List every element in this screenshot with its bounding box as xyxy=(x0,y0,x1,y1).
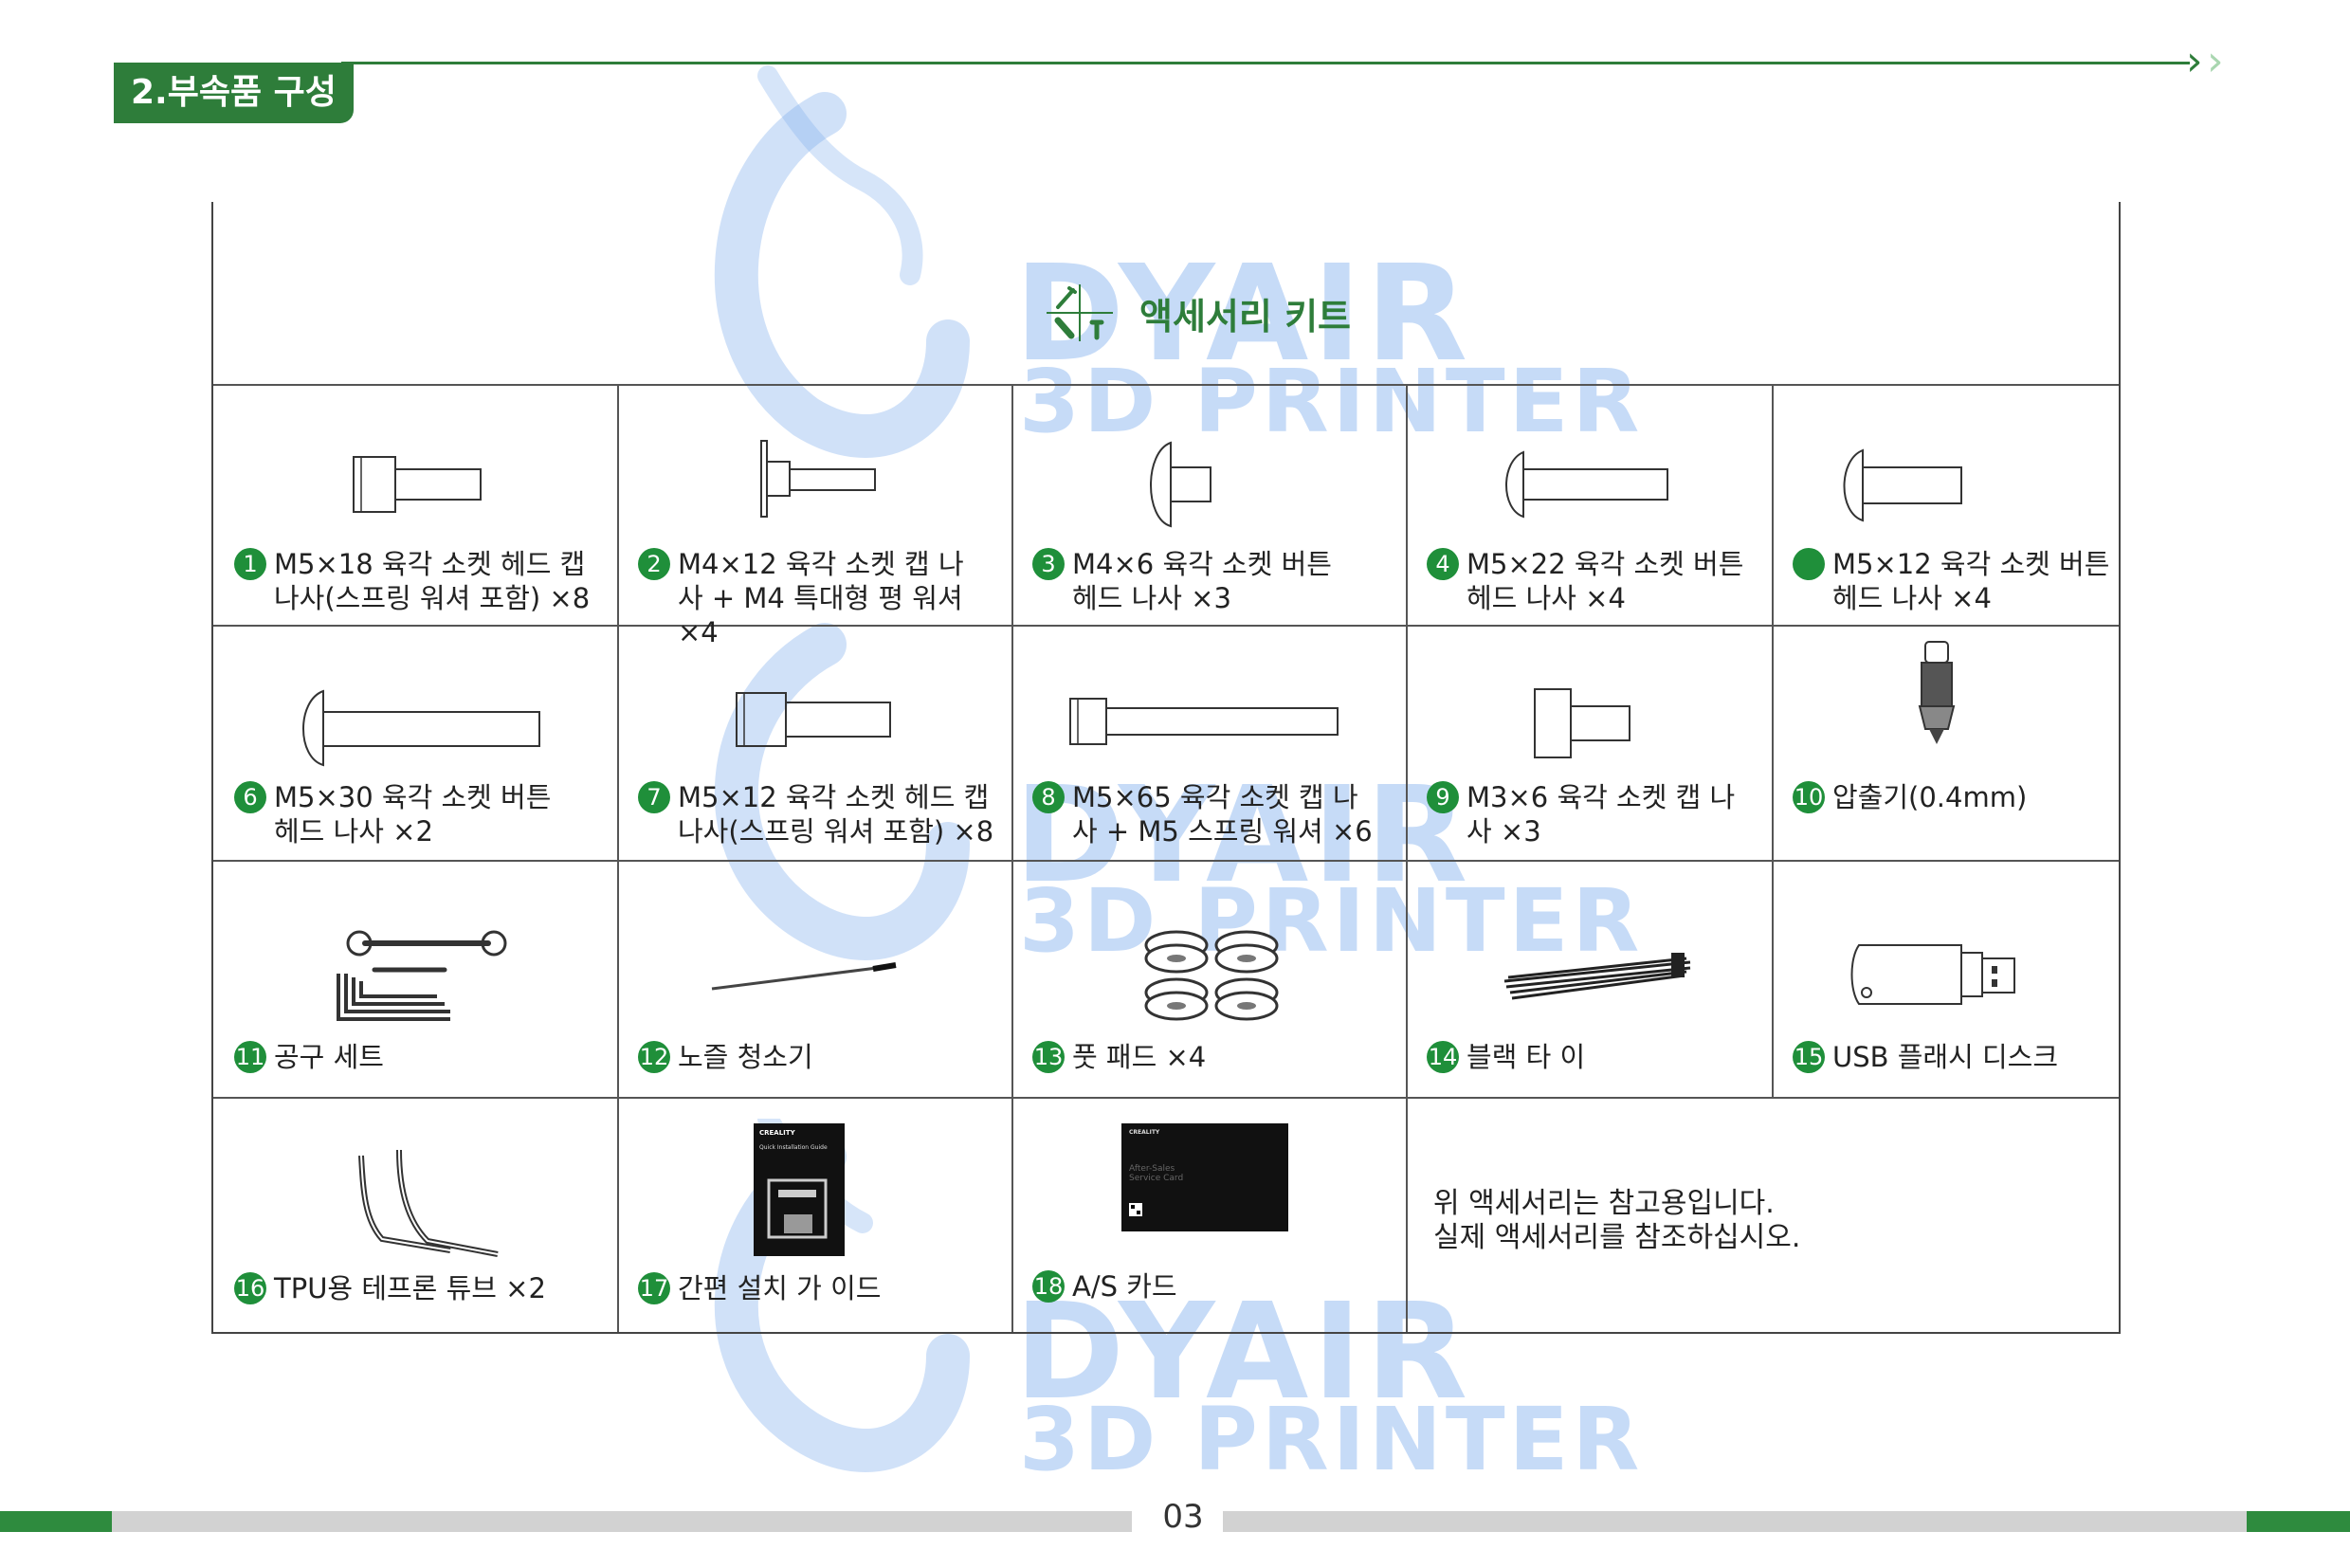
item-number-badge: 17 xyxy=(638,1272,670,1304)
col-divider xyxy=(1772,384,1774,1097)
item-number-badge: 16 xyxy=(234,1272,266,1304)
item-number-badge: 13 xyxy=(1032,1041,1065,1073)
footer-bar xyxy=(2247,1511,2350,1532)
long-screw-icon xyxy=(1069,698,1339,745)
item-number-badge: 9 xyxy=(1427,781,1459,813)
part-label: 11 공구 세트 xyxy=(234,1041,384,1073)
part-label: 16 TPU용 테프론 튜브 ×2 xyxy=(234,1272,546,1304)
item-number-badge: 2 xyxy=(638,548,670,580)
tool-set-icon xyxy=(337,930,507,1021)
item-number-badge: 6 xyxy=(234,781,266,813)
printer-icon xyxy=(767,1178,828,1239)
service-card: CREALITY After-Sales Service Card xyxy=(1121,1123,1288,1231)
part-cell-11: 11 공구 세트 xyxy=(213,862,617,1099)
col-divider xyxy=(1406,384,1408,1332)
accessory-table xyxy=(211,202,2121,1334)
part-cell-13: 13 풋 패드 ×4 xyxy=(1011,862,1406,1099)
kit-title: 액세서리 키트 xyxy=(1139,295,1351,337)
part-label: 10 압출기(0.4mm) xyxy=(1793,781,2028,813)
button-screw-icon xyxy=(1843,448,1962,522)
screw-with-washer-icon xyxy=(760,440,876,518)
row-divider xyxy=(213,860,2119,862)
part-label: 18 A/S 카드 xyxy=(1032,1270,1177,1303)
needle-icon xyxy=(711,962,897,991)
part-label: 14 블랙 타 이 xyxy=(1427,1041,1586,1073)
part-cell-14: 14 블랙 타 이 xyxy=(1406,862,1772,1099)
footer-bar xyxy=(0,1511,112,1532)
item-number-badge xyxy=(1793,548,1825,580)
part-label: 13 풋 패드 ×4 xyxy=(1032,1041,1207,1073)
part-cell-18: CREALITY After-Sales Service Card 18 A/S… xyxy=(1011,1099,1406,1334)
button-screw-icon xyxy=(1150,441,1211,528)
part-cell-15: 15 USB 플래시 디스크 xyxy=(1772,862,2121,1099)
item-number-badge: 3 xyxy=(1032,548,1065,580)
item-number-badge: 18 xyxy=(1032,1270,1065,1303)
row-divider xyxy=(213,625,2119,627)
row-divider xyxy=(213,384,2119,386)
chevron-right-icon: › xyxy=(2186,37,2203,85)
part-cell-17: CREALITY Quick Installation Guide 17 간편 … xyxy=(617,1099,1011,1334)
part-cell-16: 16 TPU용 테프론 튜브 ×2 xyxy=(213,1099,617,1334)
part-label: 17 간편 설치 가 이드 xyxy=(638,1272,882,1304)
item-number-badge: 11 xyxy=(234,1041,266,1073)
cap-screw-icon xyxy=(736,692,891,747)
usb-drive-icon xyxy=(1850,944,2015,1005)
cap-screw-icon xyxy=(353,456,482,513)
item-number-badge: 14 xyxy=(1427,1041,1459,1073)
qr-code-icon xyxy=(1129,1203,1142,1216)
item-number-badge: 12 xyxy=(638,1041,670,1073)
item-number-badge: 10 xyxy=(1793,781,1825,813)
footer-bar xyxy=(112,1511,1132,1532)
page-number: 03 xyxy=(1162,1498,1204,1536)
tools-icon xyxy=(1047,284,1113,341)
button-screw-icon xyxy=(1505,450,1668,519)
chevron-right-icon: › xyxy=(2207,37,2224,85)
part-label: 12 노즐 청소기 xyxy=(638,1041,813,1073)
watermark-line2: 3D PRINTER xyxy=(1019,1389,1644,1490)
item-number-badge: 7 xyxy=(638,781,670,813)
item-number-badge: 4 xyxy=(1427,548,1459,580)
reference-note: 위 액세서리는 참고용입니다. 실제 액세서리를 참조하십시오. xyxy=(1433,1187,1801,1254)
item-number-badge: 15 xyxy=(1793,1041,1825,1073)
kit-header: 액세서리 키트 xyxy=(1045,280,1351,346)
part-label: 15 USB 플래시 디스크 xyxy=(1793,1041,2059,1073)
row-divider xyxy=(213,1097,2119,1099)
ptfe-tube-icon xyxy=(358,1149,499,1257)
col-divider xyxy=(617,384,619,1332)
quick-guide-booklet: CREALITY Quick Installation Guide xyxy=(754,1123,845,1256)
header-rule xyxy=(341,62,2190,64)
item-number-badge: 1 xyxy=(234,548,266,580)
cable-ties-icon xyxy=(1503,953,1691,1000)
part-cell-10: 10 압출기(0.4mm) xyxy=(1772,627,2121,862)
button-screw-icon xyxy=(302,689,540,767)
foot-pads-icon xyxy=(1144,930,1279,1021)
footer-bar xyxy=(1223,1511,2247,1532)
section-title: 2.부속품 구성 xyxy=(114,63,354,123)
nozzle-icon xyxy=(1918,641,1956,744)
col-divider xyxy=(1011,384,1013,1332)
part-cell-12: 12 노즐 청소기 xyxy=(617,862,1011,1099)
item-number-badge: 8 xyxy=(1032,781,1065,813)
cap-screw-icon xyxy=(1534,688,1630,758)
